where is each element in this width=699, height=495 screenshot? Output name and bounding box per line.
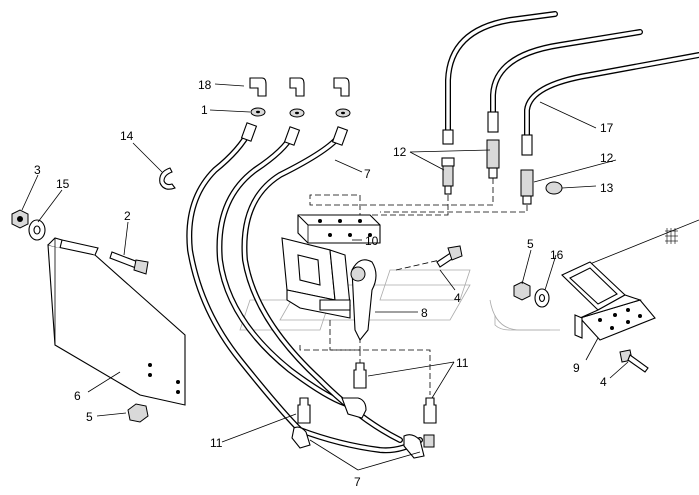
bracket-8 [281,237,377,342]
callout-15: 15 [56,177,70,191]
hose-17-group [445,11,699,143]
bracket-9 [494,219,699,341]
coupler-12-middle [486,139,500,179]
callout-16: 16 [550,248,564,262]
callout-14: 14 [120,129,134,143]
callout-4-lower: 4 [600,375,607,389]
callout-5-lower: 5 [86,410,93,424]
coupler-12-left [441,157,455,195]
callout-12-left: 12 [393,145,407,159]
callout-2: 2 [124,209,131,223]
callout-5-right: 5 [527,237,534,251]
washers-1 [250,107,351,118]
callout-11-right: 11 [456,356,469,370]
leader-lines [21,83,629,471]
callout-labels: 18 1 14 3 15 2 7 12 12 13 17 10 4 8 5 16… [34,78,614,489]
fittings-11 [297,362,437,424]
bolt-4-lower [619,349,649,373]
callout-7-lower: 7 [354,475,361,489]
bolt-2 [109,251,149,275]
callout-1: 1 [201,103,208,117]
coupler-12-right [520,169,534,205]
nut-3 [11,209,29,229]
valve-block-10 [297,214,381,244]
nut-5-lower [127,403,149,423]
elbow-fittings-18 [249,77,350,97]
callout-4-upper: 4 [454,291,461,305]
hose-end-fittings-upper [442,111,533,156]
callout-18: 18 [198,78,212,92]
mounting-plate-6 [47,237,186,406]
callout-3: 3 [34,163,41,177]
callout-17: 17 [600,121,614,135]
bolt-4-upper [436,245,463,268]
callout-11-left: 11 [210,436,223,450]
callout-7-upper: 7 [364,167,371,181]
hose-fittings [240,122,435,459]
callout-8: 8 [421,306,428,320]
snap-ring-14 [159,167,176,190]
callout-9: 9 [573,361,580,375]
washer-16 [534,288,550,308]
dust-cap-13 [545,181,563,195]
washer-15 [28,219,46,241]
callout-13: 13 [600,181,614,195]
callout-10: 10 [365,234,379,248]
callout-6: 6 [74,389,81,403]
callout-12-right: 12 [600,151,614,165]
nut-5-right [513,281,531,301]
